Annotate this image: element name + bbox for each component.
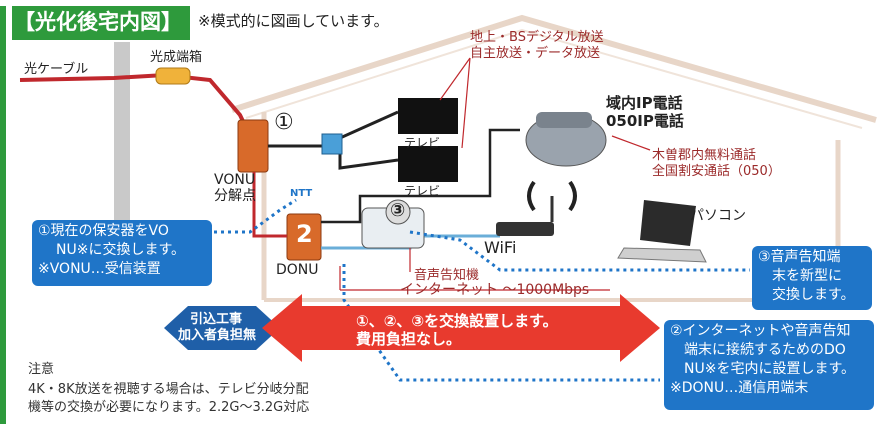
terminal-box-label: 光成端箱: [150, 50, 203, 65]
callout-vonu-line1: ①現在の保安器をVO: [38, 223, 169, 239]
vonu-label: VONU: [214, 172, 256, 188]
callout-speaker: ③音声告知端 末を新型に 交換します。: [752, 246, 872, 310]
callout-vonu-line3: ※VONU…受信装置: [38, 261, 161, 277]
utility-pole: [114, 42, 130, 242]
tv-1-label: テレビ: [404, 136, 441, 150]
red-arrow-label-2: 費用負担なし。: [356, 330, 462, 348]
broadcast-label-2: 自主放送・データ放送: [470, 46, 601, 61]
speaker-label: 音声告知機: [414, 268, 480, 283]
broadcast-pointer: [439, 57, 471, 101]
phone-line: [321, 128, 520, 224]
vonu-device: [237, 119, 269, 173]
roof-inner: [245, 28, 863, 129]
callout-donu-line4: ※DONU…通信用端末: [670, 380, 809, 396]
wifi-wave-right: [568, 180, 577, 212]
phone-pointer: [611, 135, 651, 151]
call-label-2: 全国割安通話（050）: [652, 164, 781, 179]
callout-donu: ②インターネットや音声告知 端末に接続するためのDO NU※を宅内に設置します。…: [664, 320, 874, 410]
tv-cable-2: [338, 146, 399, 170]
wifi-label: WiFi: [484, 238, 517, 257]
wifi-router: [496, 222, 554, 236]
red-arrow: [262, 294, 660, 362]
tv-2-label: テレビ: [404, 184, 441, 198]
fiber-cable-label: 光ケーブル: [24, 62, 89, 77]
callout-vonu: ①現在の保安器をVO NU※に交換します。 ※VONU…受信装置: [32, 220, 212, 286]
laptop-base: [617, 247, 707, 263]
callout-donu-line2: 端末に接続するためのDO: [684, 342, 846, 358]
speaker-number-badge: [385, 199, 411, 225]
call-label: 木曽郡内無料通話: [652, 148, 757, 163]
donu-number: 2: [296, 220, 313, 248]
subtitle: ※模式的に図画しています。: [198, 12, 389, 30]
callout-speaker-line2: 末を新型に: [772, 268, 842, 284]
callout3-connector: [409, 230, 750, 272]
blue-arrow: [164, 306, 280, 350]
internet-label: インターネット 〜1000Mbps: [400, 282, 590, 298]
page-title: 【光化後宅内図】: [14, 10, 182, 34]
laptop-screen: [640, 200, 696, 246]
broadcast-label: 地上・BSデジタル放送: [470, 30, 604, 45]
left-accent-bar: [0, 6, 6, 424]
roof-outline: [231, 14, 877, 123]
phone-label-2: 050IP電話: [606, 112, 684, 130]
broadcast-pointer-2: [461, 57, 471, 149]
ip-phone-handset: [536, 112, 592, 128]
title-box: [12, 6, 190, 40]
vonu-label-2: 分解点: [214, 188, 256, 204]
callout-speaker-line3: 交換します。: [772, 287, 855, 303]
tv-1: [398, 98, 458, 134]
wifi-wave-left: [527, 180, 536, 212]
blue-arrow-label-2: 加入者負担無: [178, 328, 257, 343]
note-line2: 機等の交換が必要になります。2.2G〜3.2G対応: [28, 400, 310, 415]
circle-1-label: ①: [274, 110, 294, 135]
blue-arrow-label: 引込工事: [190, 312, 243, 327]
pc-label: パソコン: [690, 208, 746, 224]
phone-label: 域内IP電話: [606, 94, 683, 112]
callout-donu-line3: NU※を宅内に設置します。: [684, 361, 856, 377]
ntt-logo: NTT: [290, 188, 313, 199]
fiber-cable-line: [19, 72, 254, 141]
red-arrow-label: ①、②、③を交換設置します。: [356, 312, 558, 330]
optical-terminal-box: [155, 67, 191, 85]
donu-label: DONU: [276, 262, 319, 278]
callout-speaker-line1: ③音声告知端: [758, 249, 841, 265]
callout-donu-line1: ②インターネットや音声告知: [670, 323, 851, 339]
note-heading: 注意: [28, 362, 55, 377]
circle-3-label: ③: [390, 200, 406, 221]
splitter-box: [321, 133, 343, 155]
note-line1: 4K・8K放送を視聴する場合は、テレビ分岐分配: [28, 382, 309, 397]
vonu-donu-line: [252, 172, 287, 238]
callout-vonu-line2: NU※に交換します。: [56, 242, 186, 258]
tv-2: [398, 146, 458, 182]
